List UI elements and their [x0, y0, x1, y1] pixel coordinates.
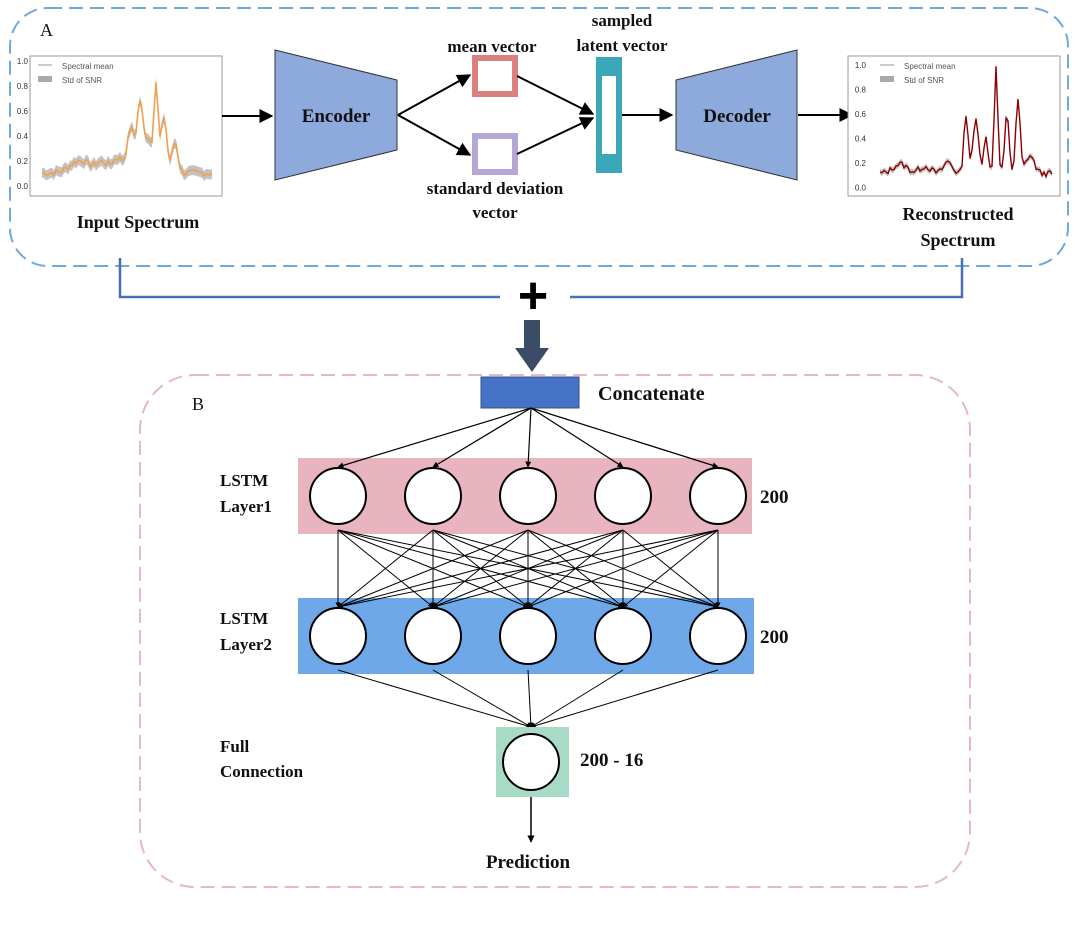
- concat-to-lstm1-edge: [530, 407, 624, 468]
- input-legend-mean: Spectral mean: [62, 62, 114, 71]
- latent-label-line1: sampled: [592, 11, 653, 30]
- reconstructed-label-line1: Reconstructed: [903, 204, 1014, 224]
- input-plot-ytick: 0.2: [17, 157, 29, 166]
- output-plot-ytick: 0.4: [855, 135, 867, 144]
- lstm2-to-fc-edge: [530, 669, 624, 728]
- concat-to-lstm1-edge: [530, 407, 719, 469]
- lstm1-neuron: [309, 467, 367, 525]
- merge-connector: [118, 258, 500, 299]
- concat-to-lstm1-edge: [432, 407, 532, 468]
- decoder-block: [675, 49, 798, 181]
- lstm1-units: 200: [760, 487, 789, 508]
- lstm1-neuron: [689, 467, 747, 525]
- concat-to-lstm1-edge: [337, 407, 532, 469]
- input-spectrum-plot: 1.0 0.8 0.6 0.4 0.2 0.0 Spectral mean Std of …: [17, 55, 223, 197]
- merge-plus-symbol: +: [518, 267, 548, 325]
- lstm1-neuron: [594, 467, 652, 525]
- lstm1-to-lstm2-edge: [337, 529, 529, 608]
- latent-label-line2: latent vector: [576, 36, 668, 55]
- concat-to-lstm1-edge: [525, 407, 532, 468]
- lstm1-neuron: [499, 467, 557, 525]
- section-b-frame: [139, 374, 971, 888]
- output-legend-std: Std of SNR: [904, 76, 944, 85]
- concatenate-block: [480, 376, 580, 409]
- lstm2-neuron: [309, 607, 367, 665]
- input-plot-ytick: 0.8: [17, 82, 29, 91]
- input-plot-ytick: 0.6: [17, 107, 29, 116]
- output-plot-ytick: 1.0: [855, 61, 867, 70]
- output-plot-ytick: 0.8: [855, 86, 867, 95]
- prediction-label: Prediction: [486, 852, 571, 873]
- lstm2-label-line1: LSTM: [220, 609, 268, 628]
- lstm2-to-fc-edge: [530, 669, 719, 729]
- encoder-label: Encoder: [302, 106, 371, 127]
- lstm2-to-fc-edge: [527, 669, 534, 728]
- lstm2-neuron: [689, 607, 747, 665]
- lstm1-label-line2: Layer1: [220, 497, 272, 516]
- lstm2-label-line2: Layer2: [220, 635, 272, 654]
- lstm1-to-lstm2-edge: [527, 529, 719, 608]
- lstm2-to-fc-edge: [432, 669, 532, 728]
- input-legend-std: Std of SNR: [62, 76, 102, 85]
- lstm1-to-lstm2-edge: [337, 529, 434, 608]
- output-plot-ytick: 0.0: [855, 184, 867, 193]
- lstm2-units: 200: [760, 627, 789, 648]
- lstm2-to-fc-edge: [337, 669, 532, 729]
- lstm2-neuron: [404, 607, 462, 665]
- std-vector-label-line2: vector: [472, 203, 518, 222]
- reconstructed-spectrum-plot: 1.0 0.8 0.6 0.4 0.2 0.0 Spectral mean Std of …: [847, 55, 1061, 197]
- output-legend-mean: Spectral mean: [904, 62, 956, 71]
- encoder-block: [274, 49, 398, 181]
- lstm2-neuron: [594, 607, 652, 665]
- input-plot-ytick: 1.0: [17, 57, 29, 66]
- input-plot-ytick: 0.4: [17, 132, 29, 141]
- fc-label-line2: Connection: [220, 762, 304, 781]
- fc-label-line1: Full: [220, 737, 250, 756]
- section-b-label: B: [192, 394, 204, 414]
- input-spectrum-label: Input Spectrum: [77, 212, 200, 232]
- section-a-label: A: [40, 20, 53, 40]
- lstm2-neuron: [499, 607, 557, 665]
- fc-units: 200 - 16: [580, 750, 643, 771]
- output-plot-ytick: 0.6: [855, 110, 867, 119]
- full-connection-neuron: [502, 733, 560, 791]
- reconstructed-label-line2: Spectrum: [921, 230, 996, 250]
- mean-vector-label: mean vector: [447, 37, 537, 56]
- input-plot-ytick: 0.0: [17, 182, 29, 191]
- section-a-frame: [9, 7, 1069, 267]
- lstm1-label-line1: LSTM: [220, 471, 268, 490]
- lstm1-to-lstm2-edge: [337, 529, 719, 609]
- lstm1-to-lstm2-edge: [337, 529, 624, 609]
- merge-down-arrow: [515, 320, 549, 372]
- std-vector-label-line1: standard deviation: [427, 179, 564, 198]
- decoder-label: Decoder: [703, 106, 771, 127]
- mean-vector-box: [472, 55, 518, 97]
- output-plot-ytick: 0.2: [855, 159, 867, 168]
- lstm1-neuron: [404, 467, 462, 525]
- lstm1-to-lstm2-edge: [622, 529, 719, 608]
- std-vector-box: [472, 133, 518, 175]
- lstm1-to-lstm2-edge: [432, 529, 719, 609]
- concatenate-label: Concatenate: [598, 383, 705, 405]
